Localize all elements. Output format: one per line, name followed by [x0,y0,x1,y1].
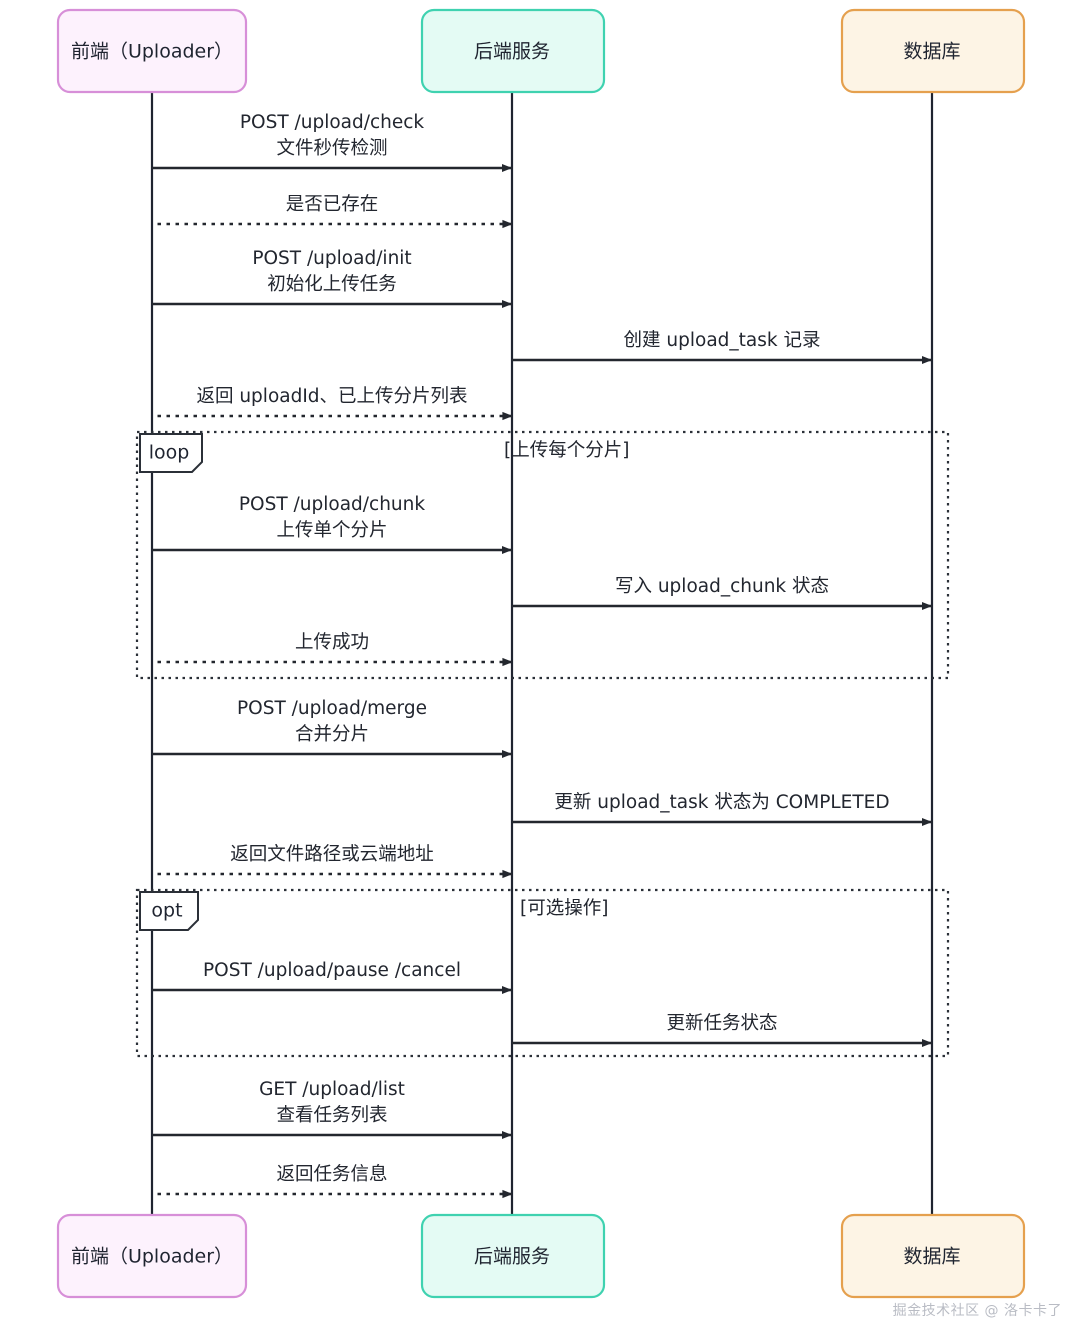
participant-label: 后端服务 [474,41,550,63]
message-m3: POST /upload/init 初始化上传任务 [152,248,513,309]
participant-frontend-top[interactable]: 前端（Uploader） [56,8,248,94]
message-label: 上传单个分片 [276,520,387,541]
participant-label: 前端（Uploader） [71,1246,233,1268]
message-label: 返回任务信息 [276,1164,387,1185]
fragments-layer: loop [上传每个分片] opt [可选操作] [135,430,950,1058]
message-label: POST /upload/merge [237,698,427,719]
participant-frontend-bottom[interactable]: 前端（Uploader） [56,1213,248,1299]
message-m7: 写入 upload_chunk 状态 [512,576,933,611]
message-label: POST /upload/init [252,248,411,269]
participant-label: 前端（Uploader） [71,41,233,63]
message-label: 合并分片 [295,724,369,745]
participant-label: 后端服务 [474,1246,550,1268]
message-m14: GET /upload/list 查看任务列表 [152,1079,513,1140]
fragment-tag-shape [139,433,203,473]
message-m5: 返回 uploadId、已上传分片列表 [152,386,513,421]
message-label: 上传成功 [295,632,369,653]
message-m1: POST /upload/check 文件秒传检测 [152,112,513,173]
message-label: POST /upload/chunk [239,494,425,515]
participant-box [56,1213,248,1299]
participant-label: 数据库 [903,41,960,63]
message-m4: 创建 upload_task 记录 [512,330,933,365]
message-label: 初始化上传任务 [267,274,397,295]
message-m10: 更新 upload_task 状态为 COMPLETED [512,792,933,827]
message-m11: 返回文件路径或云端地址 [152,844,513,879]
loop-fragment: loop [上传每个分片] [135,430,950,680]
message-label: 写入 upload_chunk 状态 [615,576,829,597]
message-label: POST /upload/check [240,112,425,133]
message-label: 返回 uploadId、已上传分片列表 [196,386,467,407]
message-m13: 更新任务状态 [512,1013,933,1048]
participant-box [840,8,1026,94]
message-label: 创建 upload_task 记录 [624,330,821,351]
fragment-tag-label: opt [151,900,182,922]
message-label: GET /upload/list [259,1079,405,1100]
participant-database-top[interactable]: 数据库 [840,8,1026,94]
participant-backend-bottom[interactable]: 后端服务 [420,1213,606,1299]
lifelines-layer [150,92,934,1215]
participant-box [420,8,606,94]
message-m2: 是否已存在 [152,194,513,229]
fragment-tag-shape [139,891,199,931]
message-m15: 返回任务信息 [152,1164,513,1199]
opt-fragment: opt [可选操作] [135,888,950,1058]
message-label: 查看任务列表 [276,1105,387,1126]
fragment-border [135,888,950,1058]
message-m6: POST /upload/chunk 上传单个分片 [152,494,513,555]
fragment-border [135,430,950,680]
participant-database-bottom[interactable]: 数据库 [840,1213,1026,1299]
participant-backend-top[interactable]: 后端服务 [420,8,606,94]
fragment-condition-label: [上传每个分片] [504,440,629,461]
message-label: 文件秒传检测 [276,138,387,159]
participant-box [840,1213,1026,1299]
participant-box [420,1213,606,1299]
message-m8: 上传成功 [152,632,513,667]
participant-label: 数据库 [903,1246,960,1268]
watermark-text: 掘金技术社区 @ 洛卡卡了 [892,1303,1062,1319]
message-label: 返回文件路径或云端地址 [230,844,434,865]
message-label: 更新 upload_task 状态为 COMPLETED [554,792,889,813]
message-label: 是否已存在 [286,194,379,215]
message-m12: POST /upload/pause /cancel [152,960,513,995]
fragment-tag-label: loop [149,442,190,464]
message-m9: POST /upload/merge 合并分片 [152,698,513,759]
fragment-condition-label: [可选操作] [520,898,608,919]
message-label: 更新任务状态 [666,1013,777,1034]
participant-boxes-layer: 前端（Uploader）后端服务数据库前端（Uploader）后端服务数据库 [56,8,1026,1299]
message-label: POST /upload/pause /cancel [203,960,461,981]
participant-box [56,8,248,94]
